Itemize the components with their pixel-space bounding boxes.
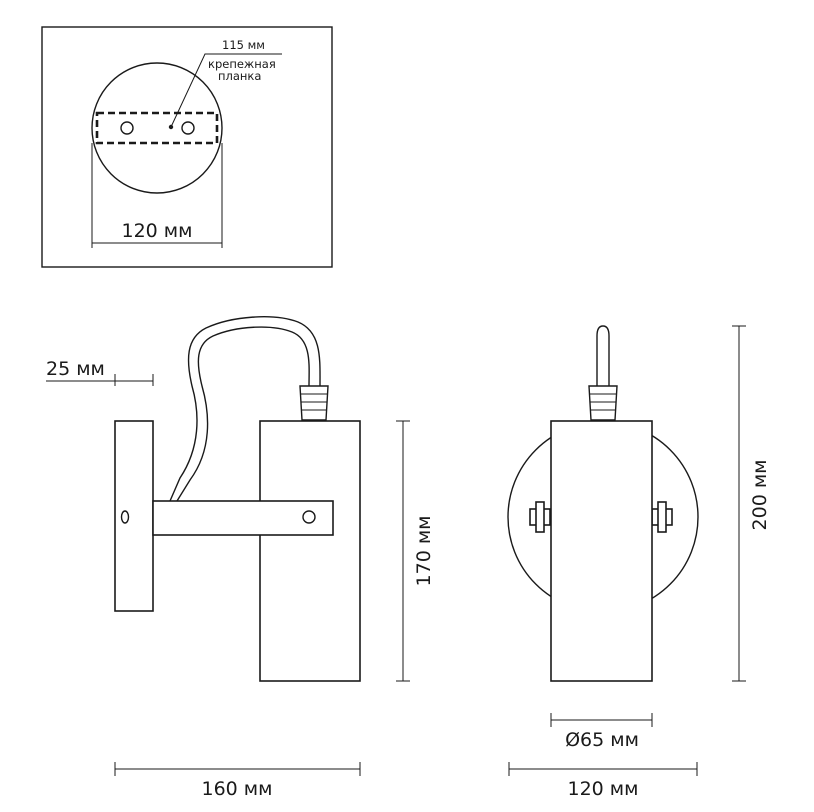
inset-frame: [41, 26, 333, 268]
fitting-right: [651, 501, 673, 533]
front-cable-gland: [588, 385, 618, 421]
fitting-left: [529, 501, 551, 533]
label-diameter-65mm: Ø65 мм: [565, 729, 639, 751]
cable-outer: [176, 326, 310, 502]
cable-gland: [299, 385, 329, 421]
screw-hole-right: [181, 121, 195, 135]
mounting-inset: 115 мм крепежная планка 120 мм: [41, 26, 333, 268]
lamp-body: [259, 420, 361, 682]
label-front-width-120mm: 120 мм: [568, 778, 639, 800]
front-view: 200 мм Ø65 мм 120 мм: [507, 325, 771, 800]
label-115mm: 115 мм: [222, 38, 265, 52]
label-25mm: 25 мм: [46, 358, 105, 380]
front-cable: [596, 325, 610, 386]
arm-pivot: [302, 510, 316, 524]
label-bracket-line2: планка: [218, 69, 261, 83]
label-160mm: 160 мм: [202, 778, 273, 800]
cable-inner: [169, 316, 321, 502]
label-170mm: 170 мм: [413, 516, 435, 587]
front-lamp-body: [550, 420, 653, 682]
side-view: 25 мм 170 мм 160 мм: [46, 316, 435, 800]
base-plate-circle: [91, 62, 223, 194]
label-inset-width: 120 мм: [122, 220, 193, 242]
label-200mm: 200 мм: [749, 460, 771, 531]
wall-plate-screw: [120, 510, 130, 524]
wall-plate: [114, 420, 154, 612]
label-bracket-line1: крепежная: [208, 57, 276, 71]
arm-bracket: [152, 500, 334, 536]
mounting-bracket-dashed: [95, 111, 219, 145]
screw-hole-left: [120, 121, 134, 135]
bracket-leader-line: [170, 53, 282, 128]
